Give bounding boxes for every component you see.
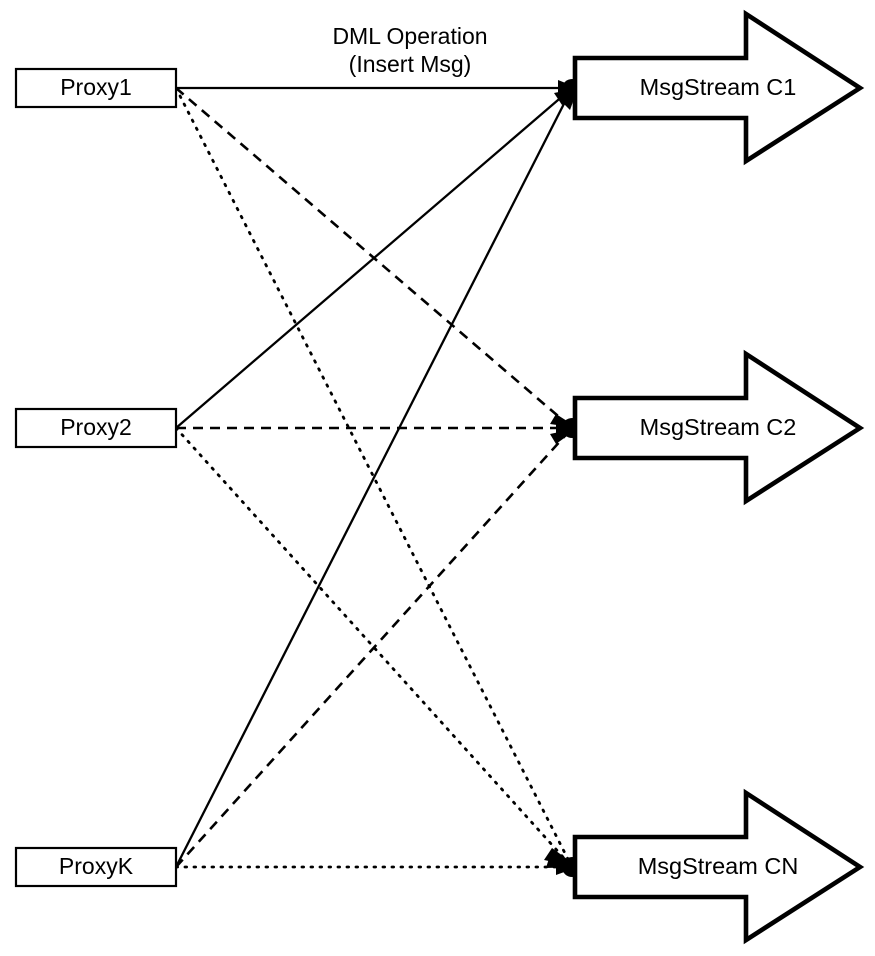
stream-label-msgstream-cn: MsgStream CN: [638, 853, 799, 879]
link-proxy2-to-msgstream-c1[interactable]: [175, 87, 573, 429]
stream-label-msgstream-c2: MsgStream C2: [640, 414, 797, 440]
edge-annotation-line2: (Insert Msg): [349, 51, 472, 77]
edge-annotation-dml-operation: DML Operation (Insert Msg): [332, 23, 487, 77]
proxy-label-proxyk: ProxyK: [59, 853, 134, 879]
arrowhead-group: [544, 79, 582, 877]
proxy-node-proxyk[interactable]: ProxyK: [14, 846, 178, 888]
stream-node-msgstream-c2[interactable]: MsgStream C2: [572, 349, 865, 506]
proxy-label-proxy1: Proxy1: [60, 74, 132, 100]
stream-arrow-shape-msgstream-cn[interactable]: [572, 788, 865, 945]
edge-annotation-line1: DML Operation: [332, 23, 487, 49]
link-proxy1-to-msgstream-cn[interactable]: [174, 86, 574, 869]
proxy-node-proxy1[interactable]: Proxy1: [14, 67, 178, 109]
stream-arrow-shape-msgstream-c1[interactable]: [572, 9, 865, 166]
stream-label-msgstream-c1: MsgStream C1: [640, 74, 797, 100]
stream-node-msgstream-cn[interactable]: MsgStream CN: [572, 788, 865, 945]
link-proxyk-to-msgstream-c2[interactable]: [175, 427, 573, 868]
link-group: [174, 86, 574, 869]
proxy-box-proxyk[interactable]: [14, 846, 178, 888]
proxy-box-proxy2[interactable]: [14, 407, 178, 449]
proxy-node-proxy2[interactable]: Proxy2: [14, 407, 178, 449]
stream-arrow-shape-msgstream-c2[interactable]: [572, 349, 865, 506]
proxy-box-proxy1[interactable]: [14, 67, 178, 109]
proxy-label-proxy2: Proxy2: [60, 414, 132, 440]
stream-node-msgstream-c1[interactable]: MsgStream C1: [572, 9, 865, 166]
link-proxyk-to-msgstream-c1[interactable]: [174, 87, 574, 868]
